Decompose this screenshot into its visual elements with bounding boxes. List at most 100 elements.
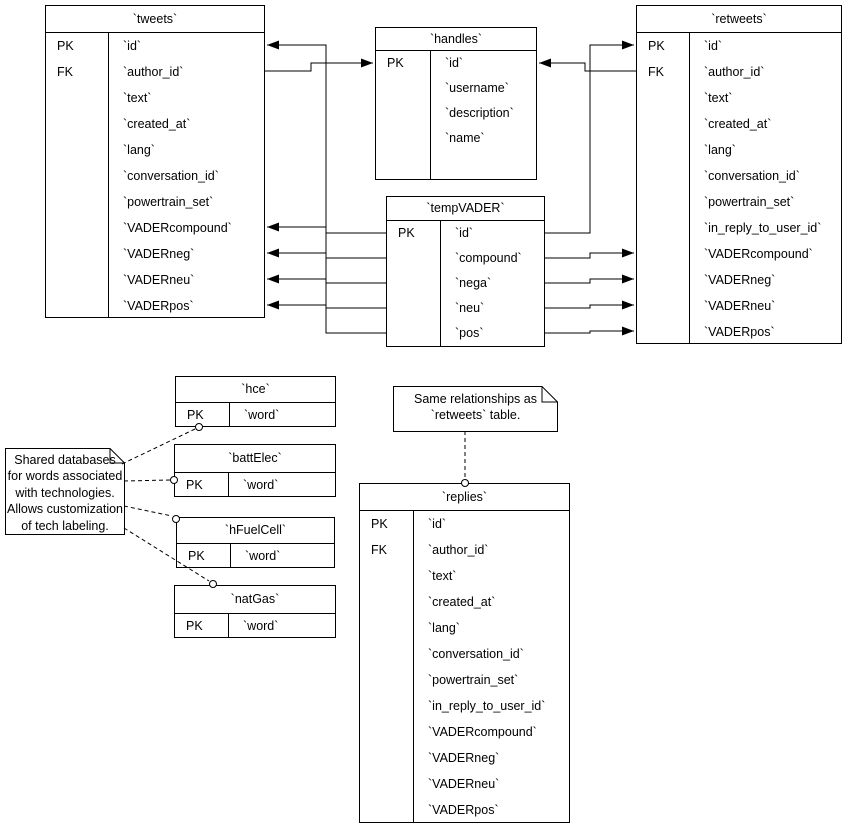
- edge-tweets-authorid-handles-id: [265, 58, 373, 72]
- field-name: `word`: [244, 408, 280, 422]
- field-key: PK: [398, 226, 415, 240]
- field-name: `VADERneu`: [123, 273, 195, 287]
- table-title: `replies`: [360, 484, 569, 511]
- field-name: `word`: [245, 549, 281, 563]
- field-key: FK: [371, 543, 387, 557]
- field-name: `nega`: [455, 276, 492, 290]
- table-battelec[interactable]: `battElec` PK `word`: [174, 444, 336, 497]
- note-shared-databases[interactable]: Shared databases for words associated wi…: [6, 453, 123, 533]
- field-name: `VADERcompound`: [123, 221, 232, 235]
- table-title: `tweets`: [46, 6, 264, 33]
- field-name: `word`: [243, 619, 279, 633]
- table-handles[interactable]: `handles` PK `id``username``description`…: [375, 27, 537, 180]
- field-key: [360, 745, 413, 771]
- field-key: FK: [648, 65, 664, 79]
- field-key: [360, 563, 413, 589]
- field-name: `pos`: [455, 326, 484, 340]
- key-column: PK FK: [637, 33, 690, 343]
- edge-tempvader-neu-tweets-vaderneu: [267, 274, 386, 309]
- field-name: `VADERcompound`: [704, 247, 813, 261]
- field-column: `id``author_id``text``created_at``lang``…: [109, 33, 264, 317]
- field-name: `conversation_id`: [123, 169, 219, 183]
- table-title: `hce`: [176, 377, 335, 403]
- table-body: PK `word`: [177, 544, 334, 567]
- field-key: PK: [371, 517, 388, 531]
- edge-tempvader-id-retweets-id: [545, 40, 634, 234]
- field-key: [360, 667, 413, 693]
- field-key: PK: [186, 478, 203, 492]
- field-name: `author_id`: [123, 65, 184, 79]
- field-name: `VADERpos`: [428, 803, 499, 817]
- field-name: `conversation_id`: [428, 647, 524, 661]
- table-body: PK `id``compound``nega``neu``pos`: [387, 221, 544, 346]
- field-name: `username`: [445, 81, 509, 95]
- field-key: [46, 293, 108, 317]
- field-name: `text`: [428, 569, 457, 583]
- field-key: [376, 76, 430, 101]
- field-key: [360, 771, 413, 797]
- key-column: PK: [176, 403, 230, 426]
- field-name: `powertrain_set`: [123, 195, 214, 209]
- field-column: `id``author_id``text``created_at``lang``…: [414, 511, 569, 822]
- field-name: `name`: [445, 131, 485, 145]
- edge-tempvader-pos-retweets-vaderpos: [545, 326, 634, 336]
- field-name: `VADERneg`: [123, 247, 195, 261]
- edge-tempvader-neu-retweets-vaderneu: [545, 300, 634, 310]
- field-key: [46, 267, 108, 293]
- field-key: PK: [187, 408, 204, 422]
- table-body: PK `word`: [176, 403, 335, 426]
- table-title: `handles`: [376, 28, 536, 51]
- field-key: [637, 267, 689, 293]
- field-key: [46, 241, 108, 267]
- table-title: `natGas`: [175, 586, 335, 614]
- field-key: [46, 85, 108, 111]
- field-name: `id`: [445, 56, 464, 70]
- edge-tempvader-pos-tweets-vaderpos: [267, 300, 386, 334]
- field-key: [637, 85, 689, 111]
- key-column: PK: [387, 221, 441, 346]
- key-column: PK FK: [360, 511, 414, 822]
- field-name: `text`: [704, 91, 733, 105]
- key-column: PK: [376, 51, 431, 179]
- field-key: PK: [57, 39, 74, 53]
- field-key: [637, 293, 689, 319]
- notelink-shared-hfuelcell: [123, 505, 173, 517]
- field-name: `lang`: [428, 621, 460, 635]
- table-hce[interactable]: `hce` PK `word`: [175, 376, 336, 427]
- field-name: `conversation_id`: [704, 169, 800, 183]
- field-column: `word`: [229, 614, 335, 637]
- field-key: [46, 163, 108, 189]
- table-hfuelcell[interactable]: `hFuelCell` PK `word`: [176, 517, 335, 568]
- field-key: [46, 111, 108, 137]
- note-same-relationships[interactable]: Same relationships as `retweets` table.: [414, 392, 537, 422]
- field-name: `text`: [123, 91, 152, 105]
- field-name: `VADERneg`: [704, 273, 776, 287]
- field-column: `id``compound``nega``neu``pos`: [441, 221, 544, 346]
- field-key: PK: [387, 56, 404, 70]
- table-body: PK `word`: [175, 473, 335, 496]
- table-body: PK FK `id``author_id``text``created_at``l…: [637, 33, 841, 343]
- field-column: `id``author_id``text``created_at``lang``…: [690, 33, 841, 343]
- field-key: [637, 241, 689, 267]
- field-name: `author_id`: [428, 543, 489, 557]
- field-key: [387, 321, 440, 346]
- field-key: [360, 797, 413, 822]
- field-key: [46, 189, 108, 215]
- field-name: `VADERpos`: [123, 299, 194, 313]
- field-key: [360, 615, 413, 641]
- edge-tempvader-id-tweets-id: [267, 40, 386, 234]
- field-key: PK: [648, 39, 665, 53]
- field-name: `VADERneu`: [428, 777, 500, 791]
- field-column: `word`: [231, 544, 334, 567]
- table-natgas[interactable]: `natGas` PK `word`: [174, 585, 336, 638]
- table-tempvader[interactable]: `tempVADER` PK `id``compound``nega``neu`…: [386, 196, 545, 347]
- field-name: `created_at`: [123, 117, 191, 131]
- edge-tempvader-nega-tweets-vaderneg: [267, 248, 386, 284]
- field-key: [376, 101, 430, 126]
- field-name: `powertrain_set`: [428, 673, 519, 687]
